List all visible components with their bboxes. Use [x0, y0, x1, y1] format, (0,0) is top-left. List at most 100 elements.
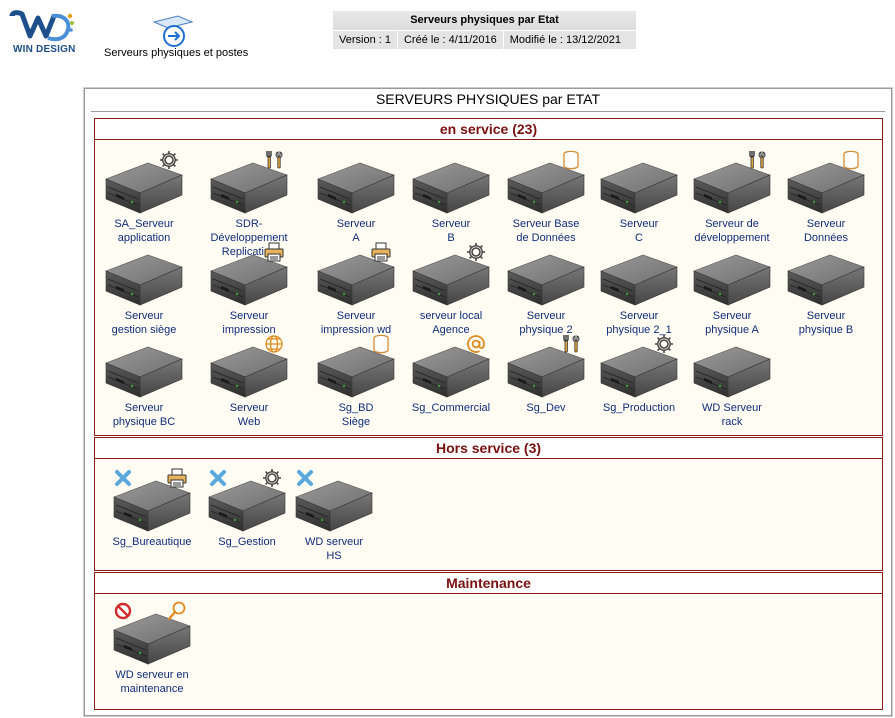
server-label-line1: SA_Serveur — [114, 218, 174, 230]
server-tile[interactable]: Sg_Production — [591, 333, 687, 421]
server-tile[interactable]: Serveur physique A — [684, 241, 780, 336]
printer-icon — [263, 241, 285, 268]
server-label-line2: physique B — [798, 324, 854, 336]
section-title: Hors service (3) — [95, 438, 882, 459]
server-label-line2: physique 2_1 — [606, 324, 672, 336]
at-icon — [465, 333, 487, 360]
server-label-line1: Serveur — [526, 310, 566, 322]
server-icon — [412, 162, 490, 214]
server-label-line1: Sg_Dev — [526, 402, 566, 414]
document-meta-row: Version : 1 Créé le : 4/11/2016 Modifié … — [333, 31, 636, 49]
server-label-line1: Sg_Commercial — [411, 402, 491, 414]
server-icon — [600, 346, 678, 398]
server-label-line1: Serveur — [124, 402, 164, 414]
server-tile[interactable]: Sg_Commercial — [403, 333, 499, 421]
server-label-line2: physique A — [705, 324, 759, 336]
server-label-line1: Sg_BD — [338, 402, 374, 414]
server-label-line1: WD serveur — [304, 536, 364, 548]
navigate-arrow-icon[interactable] — [152, 14, 196, 48]
server-label-line2: B — [447, 232, 455, 244]
server-tile[interactable]: Serveur physique 2_1 — [591, 241, 687, 336]
tools-icon — [263, 149, 285, 176]
cross-icon — [114, 469, 132, 492]
server-label-line2: HS — [326, 550, 342, 562]
server-label-line1: serveur local — [419, 310, 483, 322]
server-tile[interactable]: Serveur Base de Données — [498, 149, 594, 244]
server-icon — [210, 346, 288, 398]
server-tile[interactable]: Sg_Dev — [498, 333, 594, 421]
server-label: Sg_Gestion — [199, 535, 295, 549]
server-label: Serveur Base de Données — [498, 217, 594, 245]
server-label-line2: A — [352, 232, 360, 244]
server-tile[interactable]: Sg_Gestion — [199, 467, 295, 555]
server-icon — [412, 254, 490, 306]
printer-icon — [370, 241, 392, 268]
server-label-line1: WD Serveur — [702, 402, 762, 414]
server-label-line1: Serveur — [619, 218, 659, 230]
server-icon — [210, 162, 288, 214]
nav-link-label[interactable]: Serveurs physiques et postes — [104, 47, 249, 59]
server-icon — [317, 254, 395, 306]
magnifier-icon — [166, 600, 188, 627]
server-icon — [600, 162, 678, 214]
server-icon — [693, 162, 771, 214]
gear-icon — [465, 241, 487, 268]
server-label-line2: Siège — [341, 416, 371, 428]
database-icon — [840, 149, 862, 176]
server-label-line1: Serveur de — [705, 218, 759, 230]
server-icon — [600, 254, 678, 306]
document-meta: Serveurs physiques par Etat Version : 1 … — [333, 11, 636, 49]
server-label-line1: Serveur — [336, 218, 376, 230]
server-label-line1: Serveur — [712, 310, 752, 322]
database-icon — [560, 149, 582, 176]
logo-text: WIN DESIGN — [13, 44, 76, 55]
server-label: Sg_Bureautique — [104, 535, 200, 549]
server-label-line1: Sg_Bureautique — [112, 536, 192, 548]
server-label: Sg_Dev — [498, 401, 594, 415]
server-icon — [693, 346, 771, 398]
section-hors-service: Hors service (3) — [94, 437, 883, 571]
gear-icon — [653, 333, 675, 360]
tools-icon — [560, 333, 582, 360]
server-label-line1: Serveur — [229, 402, 269, 414]
windesign-logo — [8, 10, 76, 64]
server-label-line1: Serveur Base — [512, 218, 580, 230]
modified-label: Modifié le : 13/12/2021 — [509, 34, 622, 46]
server-label-line1: SDR-Développement — [210, 218, 288, 244]
database-icon — [370, 333, 392, 360]
server-tile[interactable]: Sg_Bureautique — [104, 467, 200, 555]
server-icon — [105, 346, 183, 398]
version-label: Version : 1 — [333, 31, 398, 49]
server-tile[interactable]: Sg_BD Siège — [308, 333, 404, 428]
server-label-line1: Sg_Production — [602, 402, 676, 414]
server-label-line1: Serveur — [619, 310, 659, 322]
server-label-line2: de Données — [516, 232, 576, 244]
